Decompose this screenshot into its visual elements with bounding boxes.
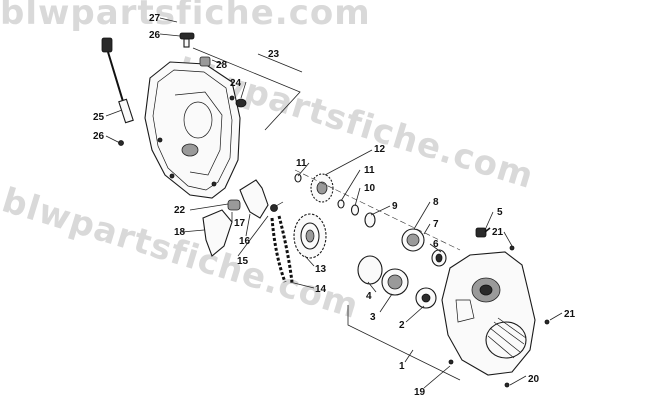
dipstick: [101, 37, 134, 124]
chain-tensioner: [227, 179, 284, 219]
upper-sprocket: [310, 173, 334, 203]
callout-9: 9: [392, 201, 398, 212]
callout-8: 8: [433, 197, 439, 208]
callout-14: 14: [315, 284, 327, 295]
callout-11-lower: 11: [364, 165, 375, 176]
callout-10: 10: [364, 183, 376, 194]
tensioner-pad: [202, 209, 233, 257]
leader-1: [404, 349, 414, 363]
callout-16: 16: [239, 236, 251, 247]
leader-lines: [105, 17, 563, 389]
callout-21-lower: 21: [564, 309, 576, 320]
outer-case-cover: [144, 61, 241, 199]
callout-28: 28: [216, 60, 228, 71]
callout-17: 17: [234, 218, 246, 229]
callout-labels: 27 26 28 23 24 25 26 12 11 11 10 9 8 7 6…: [93, 13, 576, 398]
callout-15: 15: [237, 256, 249, 267]
callout-19: 19: [414, 387, 426, 398]
shaft-axis: [294, 169, 461, 251]
callout-25: 25: [93, 112, 105, 123]
callout-6: 6: [433, 239, 439, 250]
callout-1: 1: [399, 361, 405, 372]
group-brackets: [192, 47, 461, 381]
callout-13: 13: [315, 264, 327, 275]
callout-5: 5: [497, 207, 503, 218]
bracket-1: [347, 305, 461, 381]
leader-23: [257, 53, 303, 73]
small-hardware-top: [118, 32, 247, 146]
callout-18: 18: [174, 227, 186, 238]
callout-20: 20: [528, 374, 540, 385]
washer-bearing-stack: [294, 173, 447, 309]
callout-4: 4: [366, 291, 372, 302]
callout-11-upper: 11: [296, 158, 307, 169]
watermark-text-1: blwpartsfiche.com: [0, 0, 371, 33]
callout-22: 22: [174, 205, 186, 216]
callout-7: 7: [433, 219, 439, 230]
callout-23: 23: [268, 49, 280, 60]
callout-12: 12: [374, 144, 386, 155]
bracket-23: [192, 47, 301, 131]
callout-21-upper: 21: [492, 227, 504, 238]
callout-26-left: 26: [93, 131, 105, 142]
inner-case-housing: [441, 227, 550, 388]
callout-27: 27: [149, 13, 161, 24]
callout-2: 2: [399, 320, 405, 331]
drive-chain: [270, 215, 294, 283]
callout-26-top: 26: [149, 30, 161, 41]
callout-3: 3: [370, 312, 376, 323]
lower-sprocket: [293, 213, 327, 259]
callout-24: 24: [230, 78, 242, 89]
